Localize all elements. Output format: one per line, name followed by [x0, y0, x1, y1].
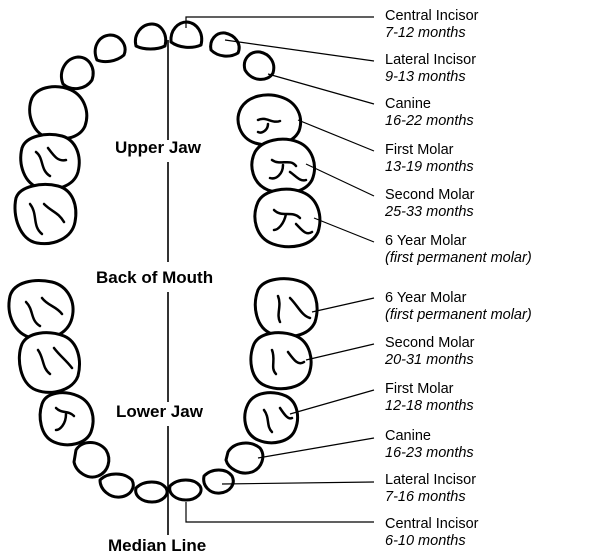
lower-six-year-molar-right: [255, 279, 317, 337]
lower-canine-right: [226, 443, 263, 473]
label-lower-first-molar: First Molar 12-18 months: [385, 381, 474, 415]
back-of-mouth-label: Back of Mouth: [96, 268, 213, 288]
label-upper-six-year-molar: 6 Year Molar (first permanent molar): [385, 233, 532, 267]
lower-six-year-molar-left: [9, 281, 73, 339]
median-line-label: Median Line: [108, 536, 206, 556]
leader-upper-central-incisor: [186, 17, 374, 28]
upper-first-molar-left: [30, 87, 87, 139]
upper-first-molar-age: 13-19 months: [385, 159, 474, 176]
upper-central-incisor-left: [135, 24, 165, 49]
lower-lateral-incisor-age: 7-16 months: [385, 489, 476, 506]
lower-central-incisor-left: [136, 482, 167, 502]
leader-lower-first-molar: [290, 390, 374, 414]
upper-second-molar-name: Second Molar: [385, 187, 474, 204]
label-lower-central-incisor: Central Incisor 6-10 months: [385, 516, 478, 550]
label-upper-lateral-incisor: Lateral Incisor 9-13 months: [385, 52, 476, 86]
upper-second-molar-left: [21, 135, 79, 190]
upper-first-molar-name: First Molar: [385, 142, 474, 159]
lower-central-incisor-age: 6-10 months: [385, 533, 478, 550]
upper-six-year-molar-name: 6 Year Molar: [385, 233, 532, 250]
upper-central-incisor-age: 7-12 months: [385, 25, 478, 42]
upper-second-molar-age: 25-33 months: [385, 204, 474, 221]
lower-lateral-incisor-name: Lateral Incisor: [385, 472, 476, 489]
upper-jaw-label: Upper Jaw: [115, 138, 201, 158]
lower-second-molar-name: Second Molar: [385, 335, 474, 352]
leader-lower-central-incisor: [186, 502, 374, 522]
upper-lateral-incisor-left: [95, 35, 125, 62]
upper-six-year-molar-age: (first permanent molar): [385, 250, 532, 267]
label-upper-canine: Canine 16-22 months: [385, 96, 474, 130]
leader-upper-first-molar: [298, 120, 374, 151]
label-upper-central-incisor: Central Incisor 7-12 months: [385, 8, 478, 42]
upper-canine-age: 16-22 months: [385, 113, 474, 130]
upper-six-year-molar-left: [15, 185, 76, 244]
upper-lateral-incisor-right: [211, 33, 239, 56]
upper-six-year-molar-right: [255, 189, 320, 246]
lower-second-molar-left: [19, 333, 79, 393]
leader-lower-six-year-molar: [312, 298, 374, 312]
lower-six-year-molar-name: 6 Year Molar: [385, 290, 532, 307]
leader-lower-second-molar: [306, 344, 374, 360]
label-upper-first-molar: First Molar 13-19 months: [385, 142, 474, 176]
lower-central-incisor-name: Central Incisor: [385, 516, 478, 533]
upper-central-incisor-name: Central Incisor: [385, 8, 478, 25]
lower-six-year-molar-age: (first permanent molar): [385, 307, 532, 324]
lower-lateral-incisor-left: [100, 474, 133, 497]
lower-second-molar-age: 20-31 months: [385, 352, 474, 369]
upper-canine-right: [244, 52, 273, 79]
label-lower-six-year-molar: 6 Year Molar (first permanent molar): [385, 290, 532, 324]
label-lower-second-molar: Second Molar 20-31 months: [385, 335, 474, 369]
leader-lower-lateral-incisor: [222, 482, 374, 484]
leader-upper-six-year-molar: [314, 218, 374, 242]
upper-lateral-incisor-name: Lateral Incisor: [385, 52, 476, 69]
upper-canine-left: [61, 57, 93, 89]
lower-canine-age: 16-23 months: [385, 445, 474, 462]
lower-canine-name: Canine: [385, 428, 474, 445]
upper-lateral-incisor-age: 9-13 months: [385, 69, 476, 86]
lower-first-molar-name: First Molar: [385, 381, 474, 398]
leader-upper-second-molar: [306, 164, 374, 196]
lower-second-molar-right: [251, 333, 311, 389]
lower-central-incisor-right: [170, 480, 201, 500]
label-lower-lateral-incisor: Lateral Incisor 7-16 months: [385, 472, 476, 506]
lower-first-molar-age: 12-18 months: [385, 398, 474, 415]
label-lower-canine: Canine 16-23 months: [385, 428, 474, 462]
upper-canine-name: Canine: [385, 96, 474, 113]
label-upper-second-molar: Second Molar 25-33 months: [385, 187, 474, 221]
lower-canine-left: [74, 443, 109, 478]
lower-lateral-incisor-right: [204, 470, 234, 493]
lower-jaw-label: Lower Jaw: [116, 402, 203, 422]
